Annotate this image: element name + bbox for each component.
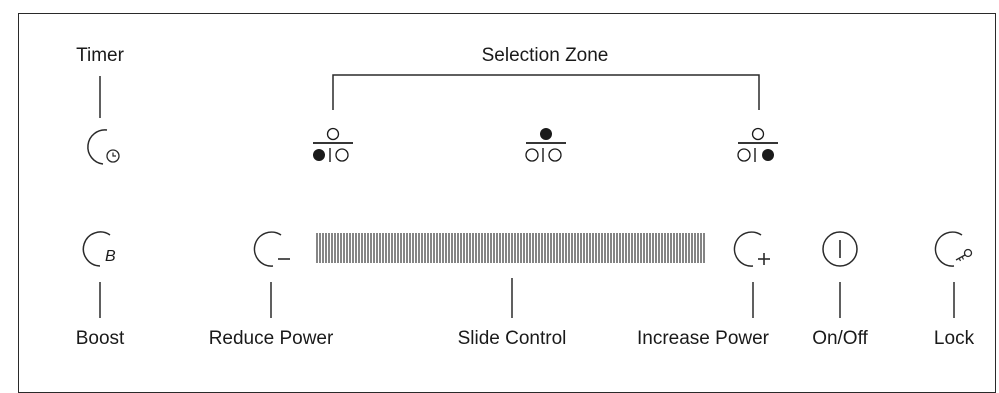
zone-left-selector[interactable] — [312, 126, 354, 170]
boost-label: Boost — [75, 328, 125, 349]
slide-control-label: Slide Control — [457, 328, 567, 349]
zone-right-icon — [737, 127, 778, 162]
reduce-power-button[interactable] — [251, 229, 295, 273]
on-off-button[interactable] — [820, 229, 860, 269]
boost-button[interactable]: B — [80, 229, 124, 273]
leader-lines — [99, 74, 955, 318]
boost-glyph: B — [105, 248, 116, 265]
lock-button[interactable] — [932, 229, 976, 273]
minus-icon — [253, 231, 290, 267]
key-icon — [934, 231, 973, 267]
reduce-power-label: Reduce Power — [208, 328, 334, 349]
timer-label: Timer — [76, 45, 124, 66]
clock-icon — [87, 129, 120, 165]
zone-right-selector[interactable] — [737, 126, 779, 170]
on-off-label: On/Off — [812, 328, 868, 349]
boost-b-icon — [82, 231, 111, 267]
increase-power-label: Increase Power — [636, 328, 770, 349]
power-icon — [822, 231, 858, 267]
zone-left-icon — [313, 127, 353, 162]
plus-icon — [733, 231, 770, 267]
selection-zone-bracket — [332, 74, 760, 110]
lock-label: Lock — [933, 328, 975, 349]
selection-zone-label: Selection Zone — [481, 45, 609, 66]
timer-button[interactable] — [80, 126, 124, 170]
slider-ticks — [316, 233, 705, 263]
zone-center-selector[interactable] — [525, 126, 567, 170]
slide-control[interactable] — [316, 233, 706, 263]
increase-power-button[interactable] — [731, 229, 775, 273]
zone-center-icon — [525, 128, 566, 162]
